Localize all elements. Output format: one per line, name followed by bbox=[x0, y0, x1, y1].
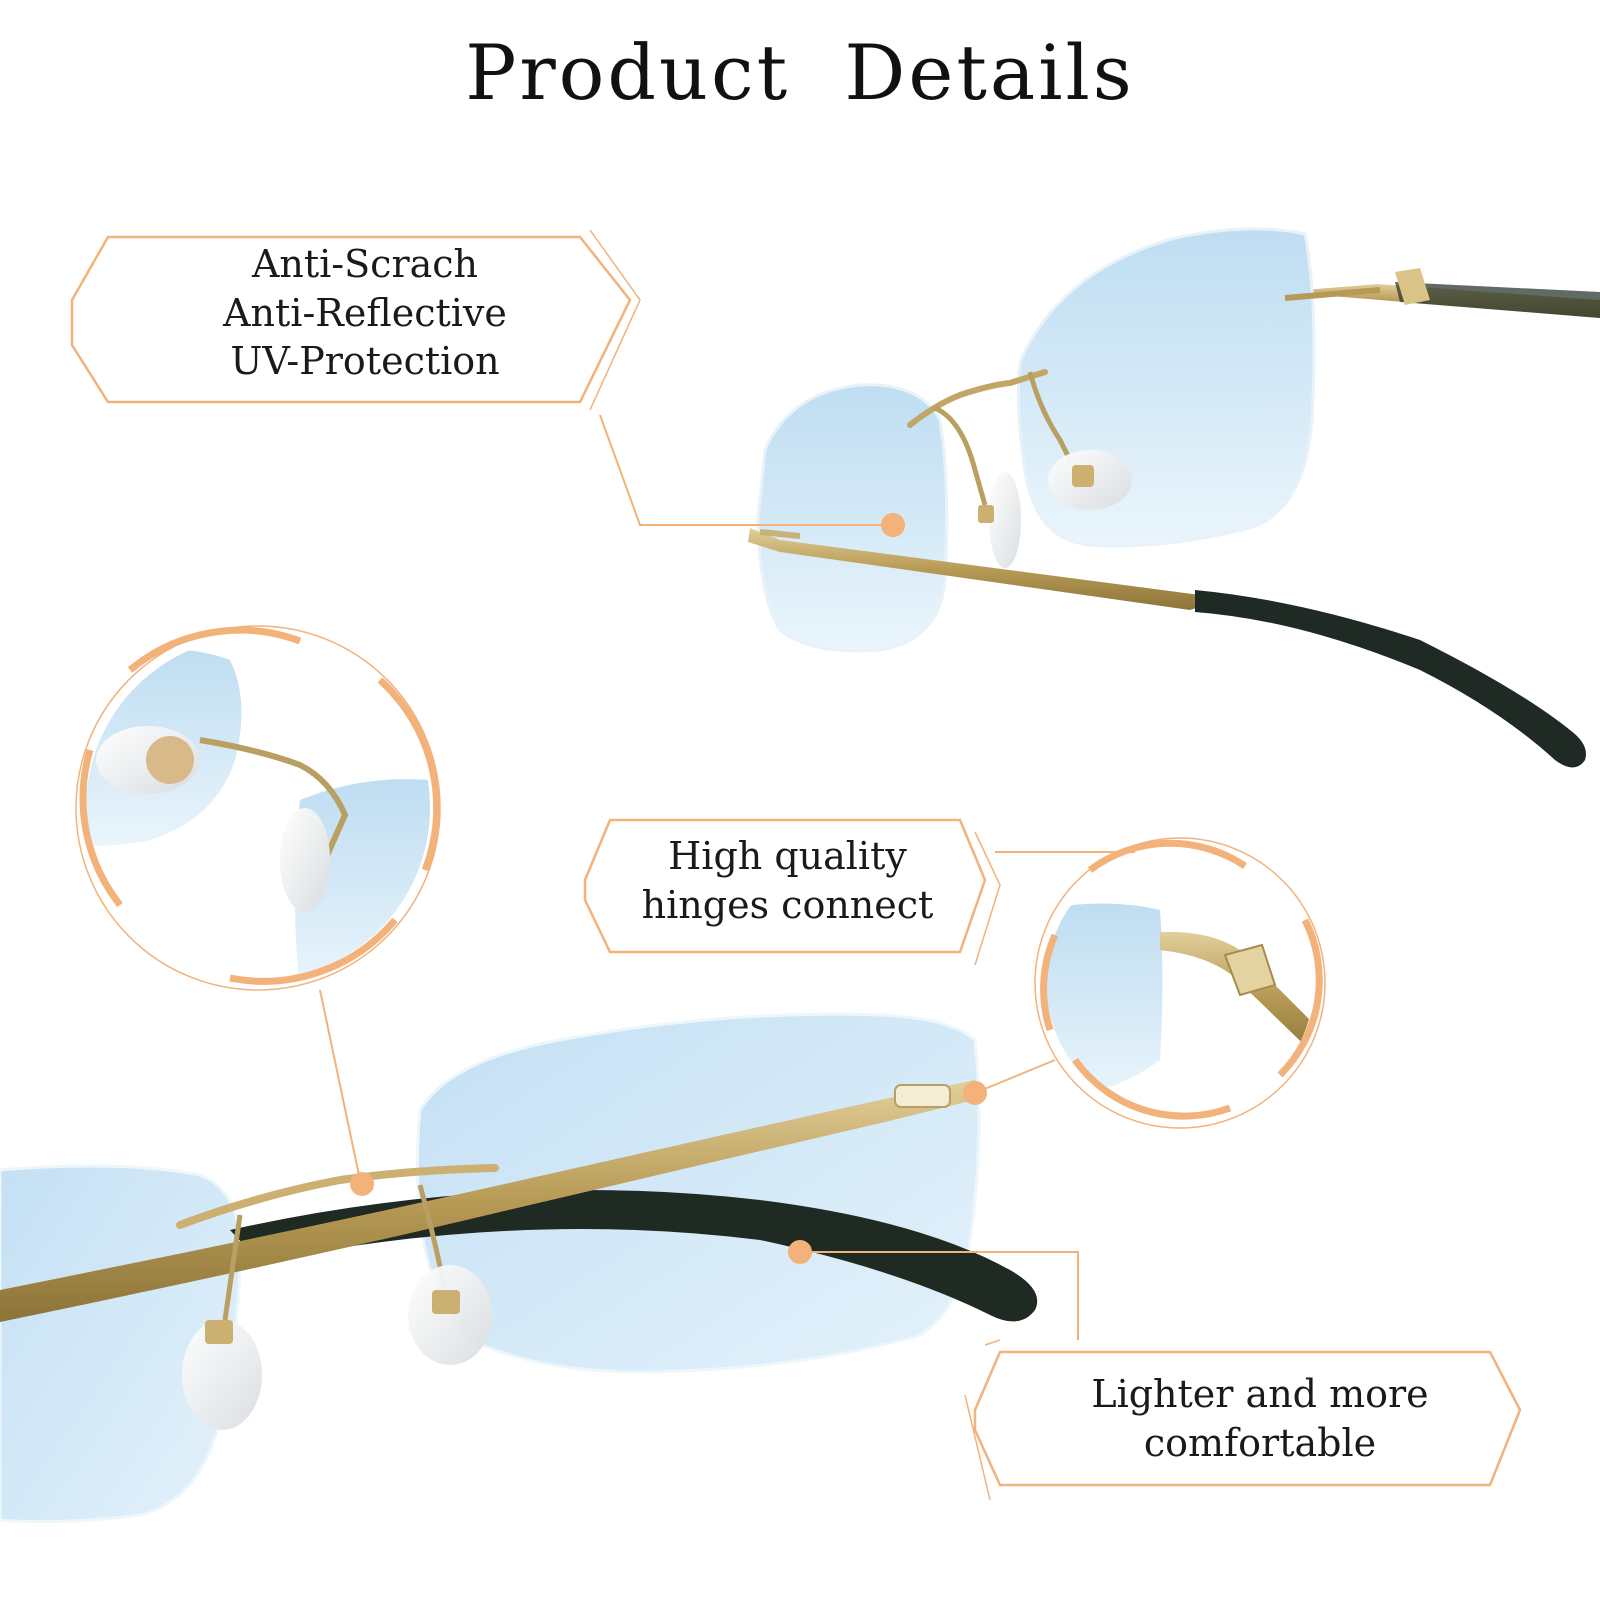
nose-pad-detail-circle bbox=[75, 625, 441, 991]
top-glasses bbox=[748, 227, 1600, 768]
callout-line: Lighter and more bbox=[1091, 1372, 1429, 1416]
dot-lens bbox=[881, 513, 905, 537]
dot-hinge bbox=[963, 1081, 987, 1105]
callout-comfort: Lighter and more comfortable bbox=[980, 1370, 1540, 1467]
callout-dots bbox=[350, 513, 987, 1264]
callout-line: Anti-Scrach bbox=[251, 242, 479, 286]
callout-hinges: High quality hinges connect bbox=[585, 832, 990, 929]
callout-frames bbox=[70, 229, 1522, 1501]
dot-temple bbox=[788, 1240, 812, 1264]
dot-bridge bbox=[350, 1172, 374, 1196]
bottom-glasses bbox=[0, 1012, 1038, 1524]
hinge-detail-circle bbox=[1034, 837, 1326, 1129]
callout-line: High quality bbox=[668, 834, 907, 878]
callout-line: Anti-Reflective bbox=[223, 290, 507, 335]
callout-line: hinges connect bbox=[641, 882, 934, 927]
callout-line: comfortable bbox=[1143, 1420, 1377, 1465]
callout-line: UV-Protection bbox=[230, 339, 500, 384]
callout-lens-features: Anti-Scrach Anti-Reflective UV-Protectio… bbox=[90, 240, 640, 386]
page-title: Product Details bbox=[465, 28, 1135, 117]
